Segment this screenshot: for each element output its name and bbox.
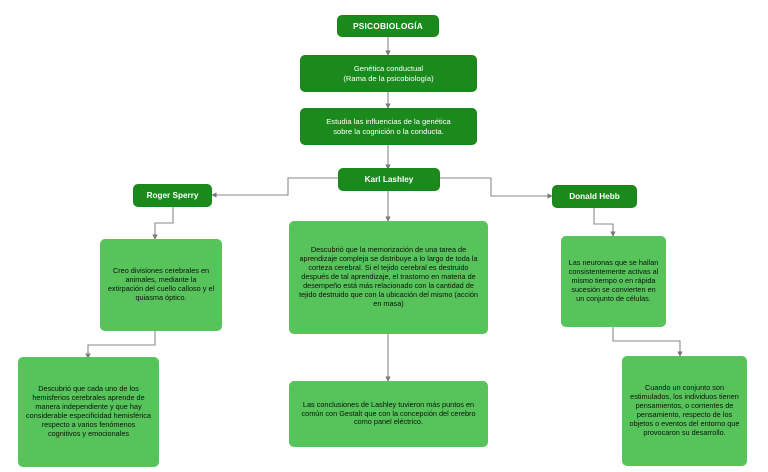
edge-sperry-to-detail-1 bbox=[152, 207, 174, 240]
edge-lashley-to-sperry bbox=[211, 177, 338, 198]
edge-hebb-detail-1-to-detail-2 bbox=[612, 327, 683, 357]
node-lashley-detail-1[interactable]: Descubrió que la memorización de una tar… bbox=[289, 221, 488, 334]
node-hebb-detail-2[interactable]: Cuando un conjunto son estimulados, los … bbox=[622, 356, 747, 466]
node-psicobiologia[interactable]: PSICOBIOLOGÍA bbox=[337, 15, 439, 37]
node-lashley-detail-2[interactable]: Las conclusiones de Lashley tuvieron más… bbox=[289, 381, 488, 447]
node-roger-sperry[interactable]: Roger Sperry bbox=[133, 184, 212, 207]
node-estudia-influencias[interactable]: Estudia las influencias de la genética s… bbox=[300, 108, 477, 145]
edge-hebb-to-detail-1 bbox=[593, 208, 616, 237]
node-karl-lashley[interactable]: Karl Lashley bbox=[338, 168, 440, 191]
edge-sperry-detail-1-to-detail-2 bbox=[85, 330, 156, 359]
node-genetica-conductual[interactable]: Genética conductual (Rama de la psicobio… bbox=[300, 55, 477, 92]
node-donald-hebb[interactable]: Donald Hebb bbox=[552, 185, 637, 208]
node-sperry-detail-1[interactable]: Creo divisiones cerebrales en animales, … bbox=[100, 239, 222, 331]
node-hebb-detail-1[interactable]: Las neuronas que se hallan consistenteme… bbox=[561, 236, 666, 327]
edge-lashley-to-hebb bbox=[440, 177, 553, 199]
node-sperry-detail-2[interactable]: Descubrió que cada uno de los hemisferio… bbox=[18, 357, 159, 467]
